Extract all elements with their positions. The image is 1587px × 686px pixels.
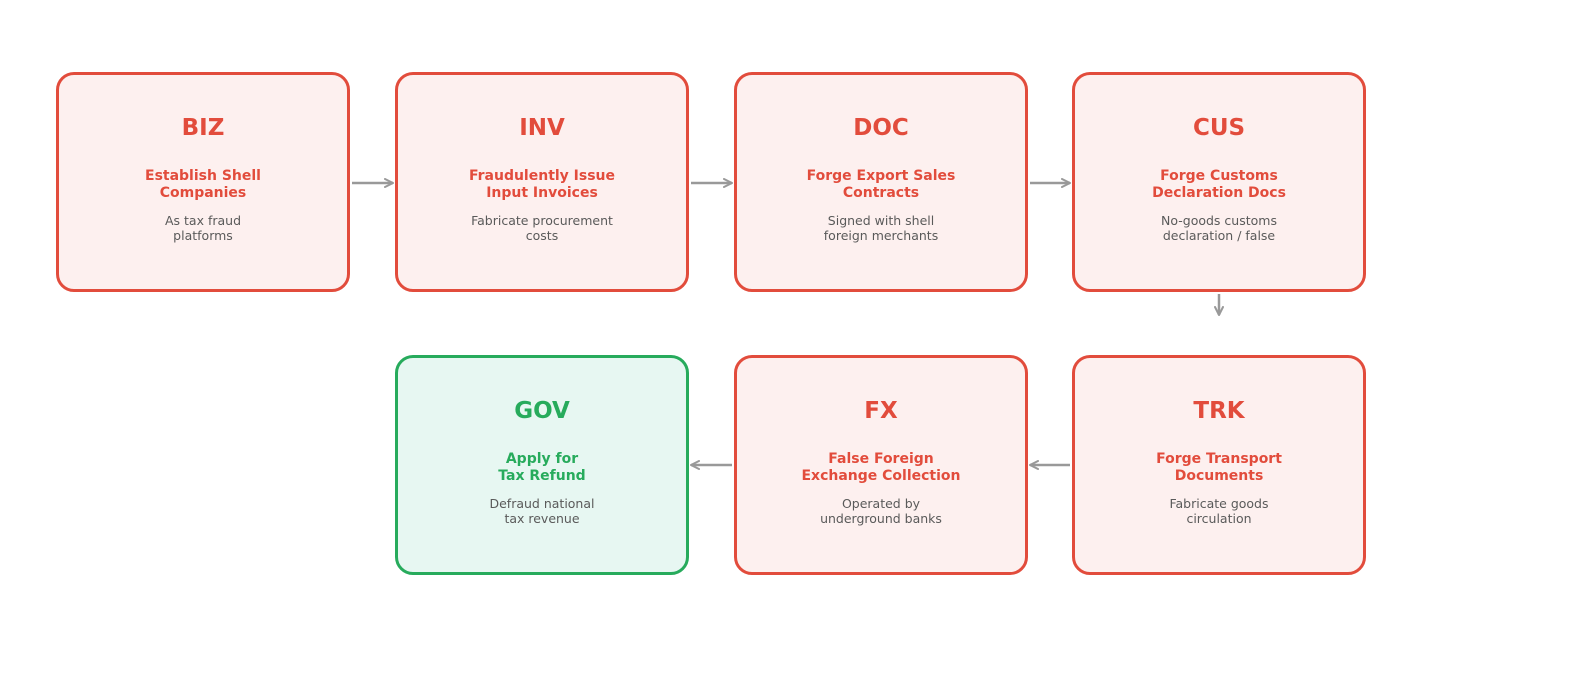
node-description: As tax fraud platforms	[164, 213, 242, 243]
node-code: BIZ	[181, 115, 225, 141]
node-fx: FX False Foreign Exchange Collection Ope…	[734, 355, 1028, 575]
node-doc: DOC Forge Export Sales Contracts Signed …	[734, 72, 1028, 292]
node-code: FX	[864, 398, 898, 424]
node-description: Signed with shell foreign merchants	[823, 213, 939, 243]
node-biz: BIZ Establish Shell Companies As tax fra…	[56, 72, 350, 292]
node-description: Operated by underground banks	[820, 496, 942, 526]
node-trk: TRK Forge Transport Documents Fabricate …	[1072, 355, 1366, 575]
node-description: Defraud national tax revenue	[489, 496, 595, 526]
node-title: Forge Export Sales Contracts	[806, 168, 956, 201]
node-inv: INV Fraudulently Issue Input Invoices Fa…	[395, 72, 689, 292]
node-code: CUS	[1192, 115, 1246, 141]
node-cus: CUS Forge Customs Declaration Docs No-go…	[1072, 72, 1366, 292]
node-title: Establish Shell Companies	[145, 168, 261, 201]
node-description: No-goods customs declaration / false	[1161, 213, 1277, 243]
node-gov: GOV Apply for Tax Refund Defraud nationa…	[395, 355, 689, 575]
node-title: Forge Customs Declaration Docs	[1152, 168, 1286, 201]
node-title: False Foreign Exchange Collection	[801, 451, 961, 484]
node-code: DOC	[853, 115, 909, 141]
node-description: Fabricate procurement costs	[471, 213, 613, 243]
node-code: TRK	[1193, 398, 1245, 424]
node-code: INV	[519, 115, 565, 141]
node-title: Apply for Tax Refund	[498, 451, 586, 484]
node-description: Fabricate goods circulation	[1169, 496, 1269, 526]
node-code: GOV	[514, 398, 570, 424]
node-title: Forge Transport Documents	[1156, 451, 1282, 484]
node-title: Fraudulently Issue Input Invoices	[468, 168, 616, 201]
